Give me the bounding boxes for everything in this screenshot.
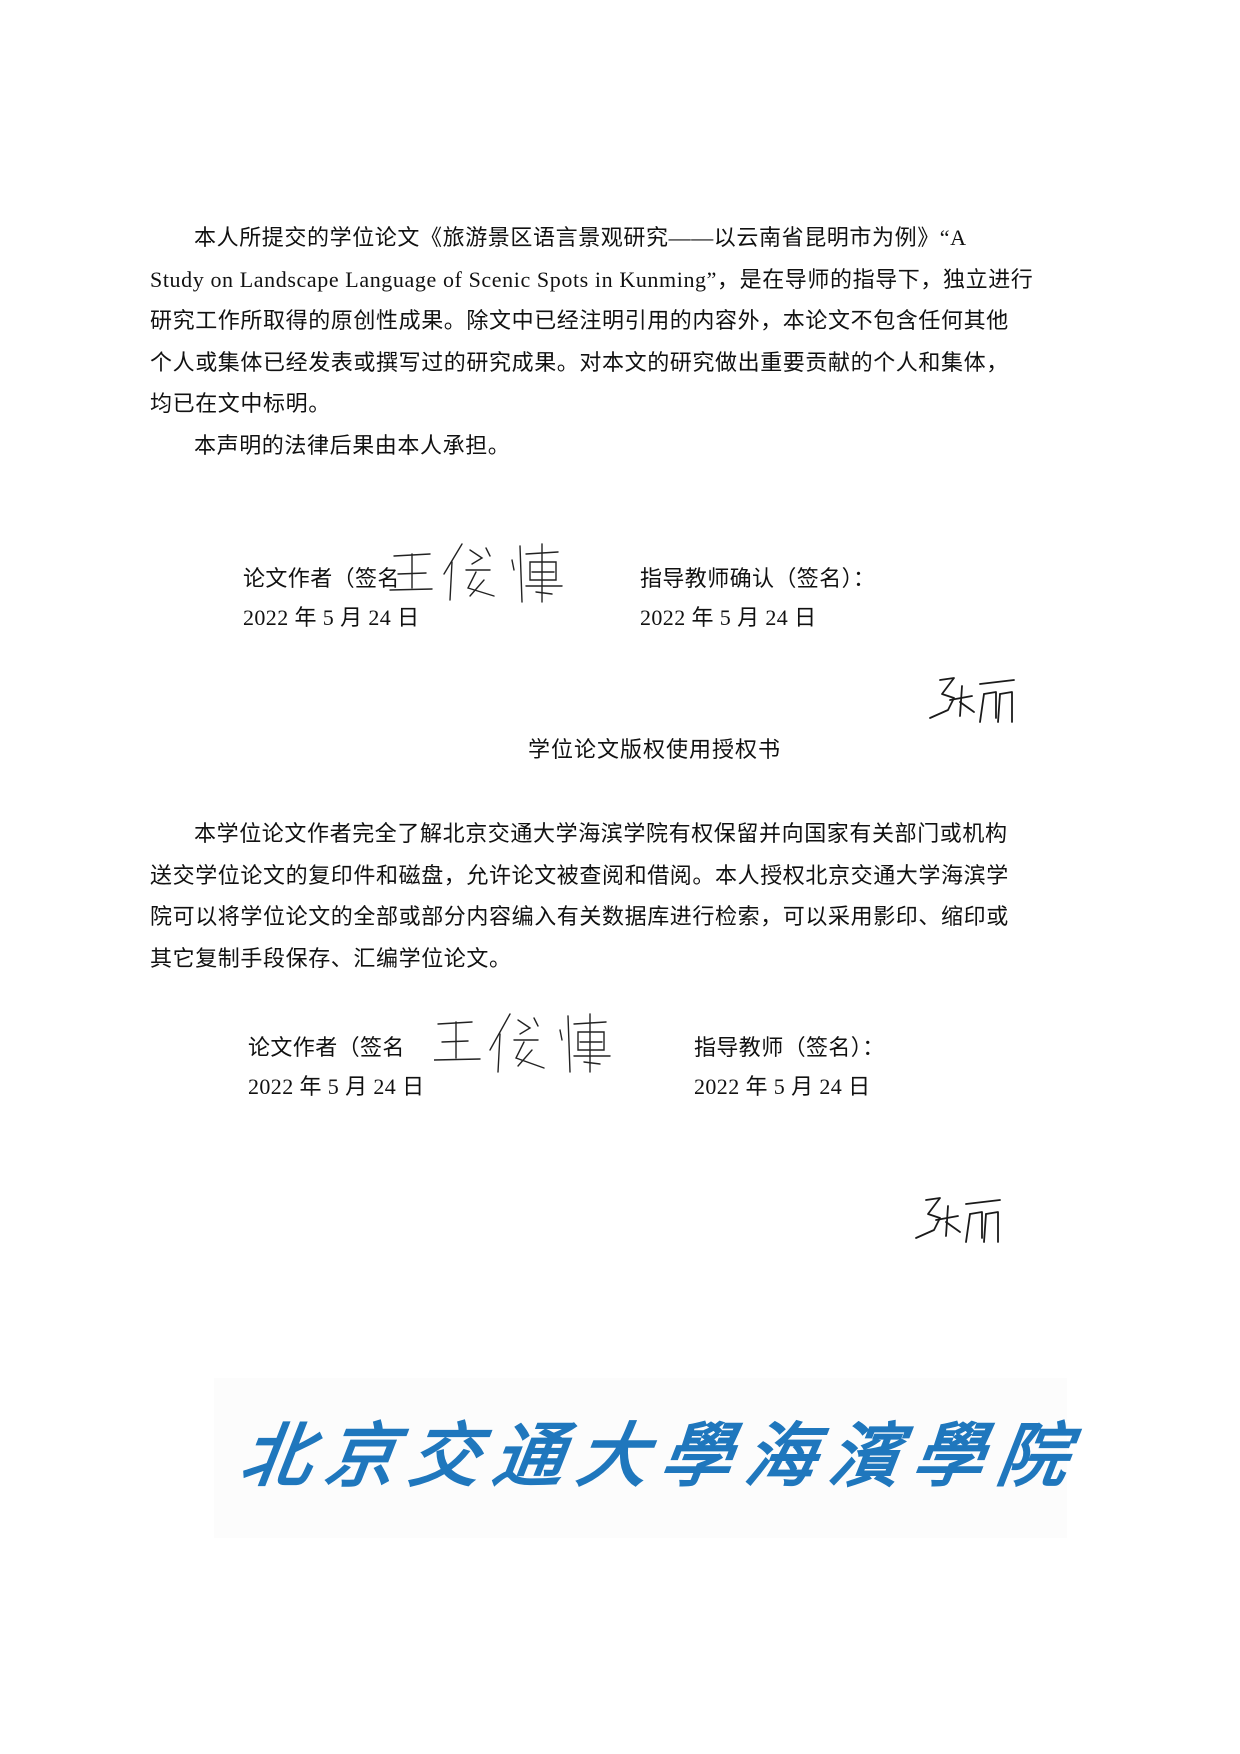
copyright-authorization: 本学位论文作者完全了解北京交通大学海滨学院有权保留并向国家有关部门或机构 送交学… [150, 813, 1125, 979]
liability-statement: 本声明的法律后果由本人承担。 [194, 433, 511, 458]
university-logo-calligraphy: 北京交通大學海濱學院 [236, 1414, 1088, 1497]
declaration-line: 研究工作所取得的原创性成果。除文中已经注明引用的内容外，本论文不包含任何其他 [150, 308, 1009, 334]
author-signature-label: 论文作者（签名 [243, 566, 400, 591]
authorization-line: 院可以将学位论文的全部或部分内容编入有关数据库进行检索，可以采用影印、缩印或 [150, 904, 1009, 930]
university-logo: 北京交通大學海濱學院 [214, 1378, 1088, 1538]
author-handwritten-signature [389, 543, 563, 603]
advisor-handwritten-signature-2 [915, 1197, 1001, 1243]
advisor-signature-date-2: 2022 年 5 月 24 日 [694, 1074, 871, 1099]
advisor-signature-label-2: 指导教师（签名）： [694, 1035, 885, 1060]
declaration-line: 均已在文中标明。 [150, 391, 331, 417]
author-handwritten-signature-2 [434, 1013, 611, 1073]
advisor-signature-label: 指导教师确认（签名）： [640, 566, 876, 591]
declaration-line: 个人或集体已经发表或撰写过的研究成果。对本文的研究做出重要贡献的个人和集体， [150, 349, 1009, 375]
advisor-signature-date: 2022 年 5 月 24 日 [640, 605, 817, 630]
declaration-line: 本人所提交的学位论文《旅游景区语言景观研究——以云南省昆明市为例》“A [194, 225, 967, 250]
advisor-handwritten-signature [929, 677, 1015, 723]
originality-declaration: 本人所提交的学位论文《旅游景区语言景观研究——以云南省昆明市为例》“A Stud… [150, 217, 1125, 425]
authorization-line: 其它复制手段保存、汇编学位论文。 [150, 945, 512, 971]
authorization-line: 送交学位论文的复印件和磁盘，允许论文被查阅和借阅。本人授权北京交通大学海滨学 [150, 862, 1009, 888]
author-signature-date-2: 2022 年 5 月 24 日 [248, 1074, 425, 1099]
declaration-line: Study on Landscape Language of Scenic Sp… [150, 266, 1034, 292]
author-signature-date: 2022 年 5 月 24 日 [243, 605, 420, 630]
authorization-line: 本学位论文作者完全了解北京交通大学海滨学院有权保留并向国家有关部门或机构 [194, 821, 1008, 846]
author-signature-label-2: 论文作者（签名 [248, 1035, 405, 1060]
authorization-title: 学位论文版权使用授权书 [528, 737, 782, 762]
